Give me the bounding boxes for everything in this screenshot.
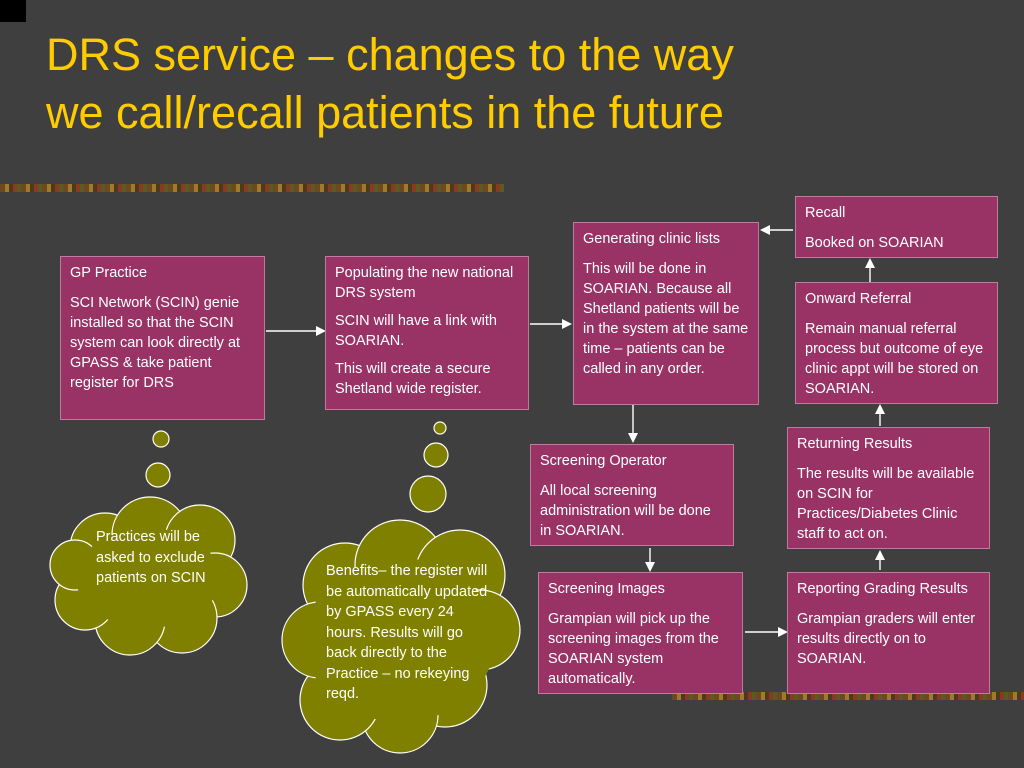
corner-mark bbox=[0, 0, 26, 22]
box-reporting-grading-body: Grampian graders will enter results dire… bbox=[797, 611, 976, 667]
cloud-benefits-text: Benefits– the register will be automatic… bbox=[326, 563, 488, 702]
decorative-band-bottom bbox=[672, 692, 1024, 700]
title-line-2: we call/recall patients in the future bbox=[46, 87, 724, 138]
thought-bubble-medium bbox=[423, 442, 449, 468]
box-onward-referral-heading: Onward Referral bbox=[805, 291, 912, 307]
thought-bubble-medium bbox=[152, 430, 170, 448]
box-generating-heading: Generating clinic lists bbox=[583, 231, 720, 247]
box-screening-operator: Screening Operator All local screening a… bbox=[530, 444, 734, 546]
box-returning-results: Returning Results The results will be av… bbox=[787, 427, 990, 549]
box-returning-results-body: The results will be available on SCIN fo… bbox=[797, 466, 975, 542]
cloud-practices-text: Practices will be asked to exclude patie… bbox=[96, 529, 206, 586]
box-populating: Populating the new national DRS system S… bbox=[325, 256, 529, 410]
box-generating-clinic-lists: Generating clinic lists This will be don… bbox=[573, 222, 759, 405]
box-populating-heading: Populating the new national DRS system bbox=[335, 265, 514, 301]
box-screening-images-heading: Screening Images bbox=[548, 581, 665, 597]
thought-bubble-large bbox=[145, 462, 171, 488]
box-gp-practice-heading: GP Practice bbox=[70, 265, 148, 281]
decorative-band-top bbox=[0, 184, 504, 192]
box-gp-practice: GP Practice SCI Network (SCIN) genie ins… bbox=[60, 256, 265, 420]
box-generating-body: This will be done in SOARIAN. Because al… bbox=[583, 261, 749, 377]
thought-bubble-large bbox=[409, 475, 447, 513]
box-reporting-grading: Reporting Grading Results Grampian grade… bbox=[787, 572, 990, 694]
box-reporting-grading-heading: Reporting Grading Results bbox=[797, 581, 968, 597]
slide-title: DRS service – changes to the way we call… bbox=[46, 26, 986, 142]
box-onward-referral: Onward Referral Remain manual referral p… bbox=[795, 282, 998, 404]
box-populating-body-1: SCIN will have a link with SOARIAN. bbox=[335, 313, 497, 349]
box-recall-heading: Recall bbox=[805, 205, 846, 221]
box-screening-operator-body: All local screening administration will … bbox=[540, 483, 711, 539]
title-line-1: DRS service – changes to the way bbox=[46, 29, 734, 80]
thought-bubble-small bbox=[433, 421, 447, 435]
box-screening-images-body: Grampian will pick up the screening imag… bbox=[548, 611, 719, 687]
box-screening-operator-heading: Screening Operator bbox=[540, 453, 667, 469]
box-returning-results-heading: Returning Results bbox=[797, 436, 913, 452]
box-screening-images: Screening Images Grampian will pick up t… bbox=[538, 572, 743, 694]
box-onward-referral-body: Remain manual referral process but outco… bbox=[805, 321, 984, 397]
box-populating-body-2: This will create a secure Shetland wide … bbox=[335, 361, 491, 397]
box-recall: Recall Booked on SOARIAN bbox=[795, 196, 998, 258]
box-recall-body: Booked on SOARIAN bbox=[805, 235, 944, 251]
box-gp-practice-body: SCI Network (SCIN) genie installed so th… bbox=[70, 295, 241, 391]
